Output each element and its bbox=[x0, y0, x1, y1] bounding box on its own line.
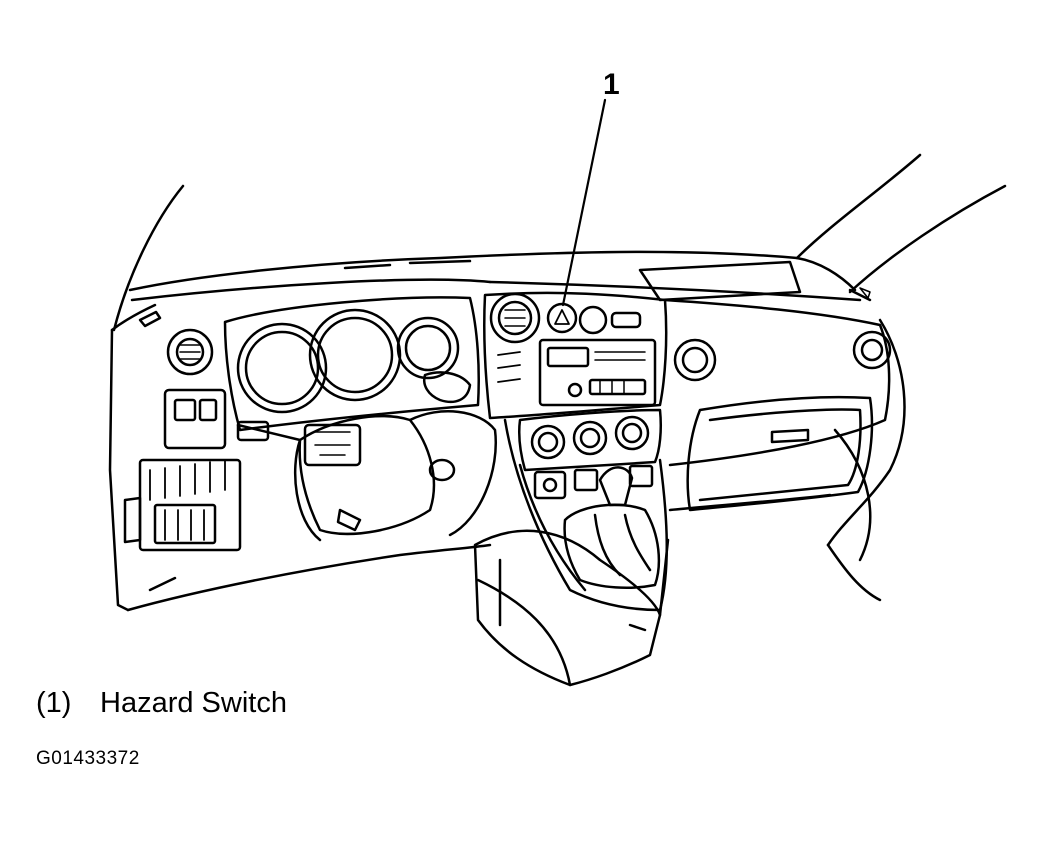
speedometer-gauge bbox=[236, 322, 328, 414]
radio-unit bbox=[538, 338, 657, 407]
legend-entry: (1) Hazard Switch bbox=[36, 689, 287, 718]
left-switch-panel bbox=[163, 388, 227, 450]
glove-box bbox=[686, 395, 874, 512]
center-vent bbox=[489, 292, 541, 344]
defroster-vent bbox=[638, 260, 802, 302]
climate-knob-left bbox=[530, 424, 566, 460]
steering-column bbox=[298, 414, 436, 536]
climate-control-panel bbox=[517, 408, 663, 472]
fuel-gauge bbox=[396, 316, 460, 380]
right-door-panel bbox=[826, 318, 906, 547]
dashboard-left-end bbox=[108, 328, 130, 612]
callout-number: 1 bbox=[603, 68, 620, 101]
glove-box-handle bbox=[770, 428, 810, 444]
legend-number: (1) bbox=[36, 687, 72, 719]
right-air-vent bbox=[852, 330, 892, 370]
dashboard-right-section bbox=[663, 298, 891, 467]
callout-leader-line bbox=[561, 98, 607, 307]
center-console bbox=[503, 418, 669, 612]
climate-knob-right bbox=[614, 415, 650, 451]
figure-id: G01433372 bbox=[36, 748, 140, 769]
hazard-switch bbox=[546, 302, 578, 334]
right-center-vent bbox=[673, 338, 717, 382]
dashboard-top bbox=[128, 250, 857, 292]
right-windshield-pillar bbox=[795, 153, 922, 260]
console-storage-bin bbox=[473, 529, 662, 687]
right-door-pillar bbox=[848, 184, 1007, 294]
center-stack-upper bbox=[482, 291, 668, 420]
dashboard-illustration bbox=[108, 98, 1007, 687]
left-windshield-pillar bbox=[112, 184, 185, 332]
dashboard-lower-left bbox=[126, 543, 492, 612]
legend-label: Hazard Switch bbox=[100, 687, 287, 719]
left-air-vent bbox=[166, 328, 214, 376]
instrument-cluster-bezel bbox=[223, 296, 480, 432]
turn-signal-stalk bbox=[303, 423, 362, 467]
climate-knob-center bbox=[572, 420, 608, 456]
right-door-lower bbox=[826, 543, 882, 602]
